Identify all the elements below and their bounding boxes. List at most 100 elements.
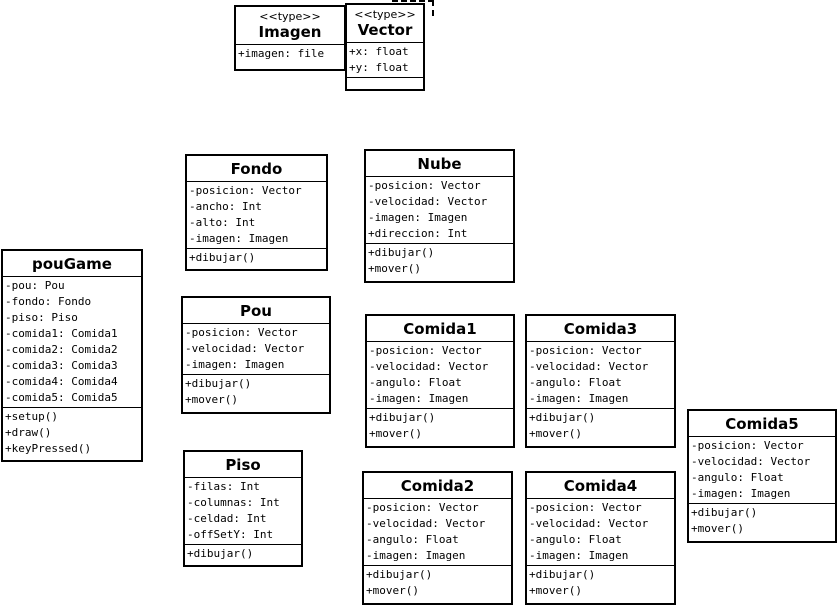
stereotype-label: <<type>> (354, 8, 416, 21)
methods-section: +dibujar() (187, 249, 326, 267)
class-comida4[interactable]: Comida4 -posicion: Vector -velocidad: Ve… (525, 471, 676, 605)
method: +draw() (5, 426, 52, 439)
attribute: -imagen: Imagen (366, 549, 466, 562)
attribute: -angulo: Float (529, 533, 622, 546)
attribute: +imagen: file (238, 47, 325, 60)
attribute: -velocidad: Vector (529, 517, 649, 530)
class-header: <<type>> Vector (347, 5, 423, 43)
class-name: Comida3 (563, 320, 638, 338)
class-name: Nube (417, 155, 462, 173)
class-header: Nube (366, 151, 513, 177)
class-name: Comida5 (725, 415, 799, 433)
attribute: -piso: Piso (5, 311, 78, 324)
class-header: Pou (183, 298, 329, 324)
class-header: Comida3 (527, 316, 674, 342)
class-comida1[interactable]: Comida1 -posicion: Vector -velocidad: Ve… (365, 314, 515, 448)
class-comida3[interactable]: Comida3 -posicion: Vector -velocidad: Ve… (525, 314, 676, 448)
attributes-section: -posicion: Vector -velocidad: Vector -an… (689, 437, 835, 504)
class-name: Vector (357, 21, 413, 39)
method: +dibujar() (189, 251, 256, 264)
attribute: -alto: Int (189, 216, 256, 229)
attribute: -comida3: Comida3 (5, 359, 118, 372)
attributes-section: -posicion: Vector -velocidad: Vector -an… (527, 499, 674, 566)
methods-section: +dibujar() +mover() (364, 566, 511, 600)
attribute: -posicion: Vector (529, 344, 642, 357)
attribute: -posicion: Vector (189, 184, 302, 197)
attribute: +direccion: Int (368, 227, 468, 240)
class-name: Comida4 (563, 477, 638, 495)
class-header: Fondo (187, 156, 326, 182)
class-header: pouGame (3, 251, 141, 277)
attribute: -pou: Pou (5, 279, 65, 292)
attribute: +x: float (349, 45, 409, 58)
method: +dibujar() (368, 246, 435, 259)
method: +keyPressed() (5, 442, 92, 455)
attribute: -imagen: Imagen (185, 358, 285, 371)
class-header: <<type>> Imagen (236, 7, 344, 45)
attribute: -angulo: Float (369, 376, 462, 389)
attributes-section: -posicion: Vector -velocidad: Vector -an… (527, 342, 674, 409)
class-imagen[interactable]: <<type>> Imagen +imagen: file (234, 5, 346, 71)
methods-section: +dibujar() +mover() (689, 504, 835, 538)
class-comida5[interactable]: Comida5 -posicion: Vector -velocidad: Ve… (687, 409, 837, 543)
class-piso[interactable]: Piso -filas: Int -columnas: Int -celdad:… (183, 450, 303, 567)
method: +dibujar() (366, 568, 433, 581)
method: +mover() (529, 584, 582, 597)
class-header: Comida1 (367, 316, 513, 342)
class-pou[interactable]: Pou -posicion: Vector -velocidad: Vector… (181, 296, 331, 414)
class-pougame[interactable]: pouGame -pou: Pou -fondo: Fondo -piso: P… (1, 249, 143, 462)
class-nube[interactable]: Nube -posicion: Vector -velocidad: Vecto… (364, 149, 515, 283)
attribute: -imagen: Imagen (529, 549, 629, 562)
attribute: -imagen: Imagen (691, 487, 791, 500)
attributes-section: -posicion: Vector -velocidad: Vector -im… (183, 324, 329, 375)
attribute: -fondo: Fondo (5, 295, 92, 308)
class-name: Imagen (258, 23, 322, 41)
attribute: -posicion: Vector (368, 179, 481, 192)
attributes-section: -pou: Pou -fondo: Fondo -piso: Piso -com… (3, 277, 141, 408)
method: +dibujar() (185, 377, 252, 390)
attribute: -columnas: Int (187, 496, 280, 509)
methods-section: +setup() +draw() +keyPressed() (3, 408, 141, 458)
methods-section: +dibujar() (185, 545, 301, 563)
class-header: Comida2 (364, 473, 511, 499)
methods-section: +dibujar() +mover() (183, 375, 329, 409)
method: +setup() (5, 410, 58, 423)
attribute: -comida2: Comida2 (5, 343, 118, 356)
attribute: -comida4: Comida4 (5, 375, 118, 388)
stereotype-label: <<type>> (259, 10, 321, 23)
attribute: -posicion: Vector (369, 344, 482, 357)
class-comida2[interactable]: Comida2 -posicion: Vector -velocidad: Ve… (362, 471, 513, 605)
attribute: -imagen: Imagen (368, 211, 468, 224)
class-fondo[interactable]: Fondo -posicion: Vector -ancho: Int -alt… (185, 154, 328, 271)
class-vector[interactable]: <<type>> Vector +x: float +y: float (345, 3, 425, 91)
method: +mover() (529, 427, 582, 440)
method: +mover() (369, 427, 422, 440)
class-name: Fondo (230, 160, 283, 178)
attribute: -posicion: Vector (529, 501, 642, 514)
attribute: -angulo: Float (691, 471, 784, 484)
class-header: Comida4 (527, 473, 674, 499)
methods-section: +dibujar() +mover() (527, 409, 674, 443)
method: +dibujar() (529, 568, 596, 581)
method: +mover() (366, 584, 419, 597)
dashed-outline (392, 0, 434, 16)
attribute: -celdad: Int (187, 512, 267, 525)
attributes-section: -posicion: Vector -velocidad: Vector -im… (366, 177, 513, 244)
attribute: -imagen: Imagen (369, 392, 469, 405)
methods-section: +dibujar() +mover() (367, 409, 513, 443)
attribute: -comida1: Comida1 (5, 327, 118, 340)
class-name: Pou (240, 302, 272, 320)
method: +dibujar() (691, 506, 758, 519)
class-name: Piso (225, 456, 261, 474)
attribute: -offSetY: Int (187, 528, 274, 541)
methods-section: +dibujar() +mover() (366, 244, 513, 278)
attribute: -velocidad: Vector (368, 195, 488, 208)
method: +dibujar() (187, 547, 254, 560)
attribute: -angulo: Float (366, 533, 459, 546)
attributes-section: +x: float +y: float (347, 43, 423, 78)
methods-section: +dibujar() +mover() (527, 566, 674, 600)
attributes-section: -filas: Int -columnas: Int -celdad: Int … (185, 478, 301, 545)
attribute: -angulo: Float (529, 376, 622, 389)
class-header: Comida5 (689, 411, 835, 437)
